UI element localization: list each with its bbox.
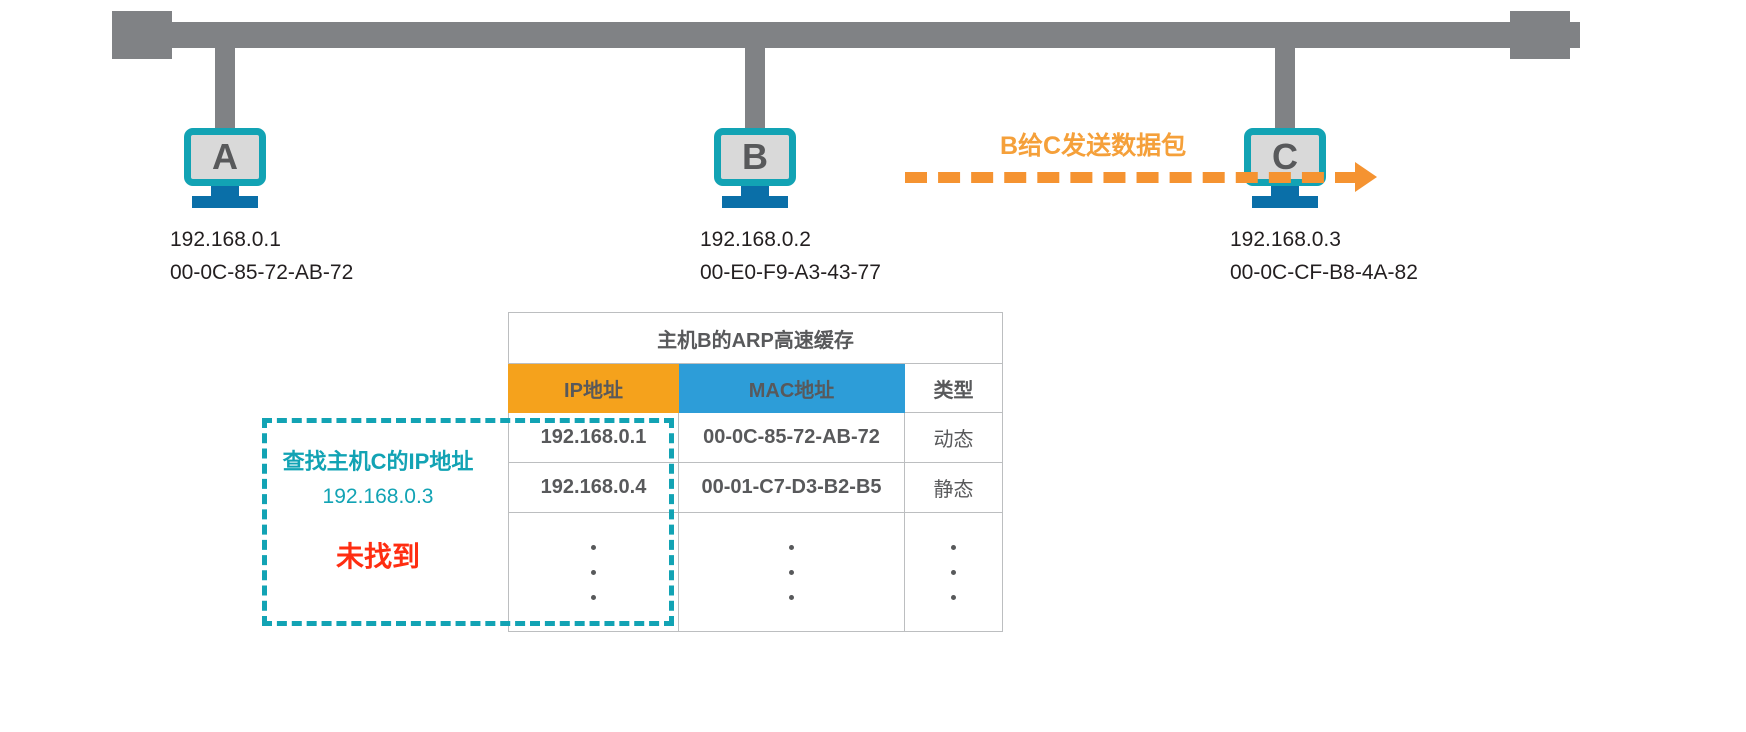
column-header-ip: IP地址 [508, 363, 679, 413]
host-c[interactable]: C 192.168.0.3 00-0C-CF-B8-4A-82 [1230, 128, 1418, 289]
cell-mac: 00-01-C7-D3-B2-B5 [678, 462, 905, 513]
arp-table-title: 主机B的ARP高速缓存 [508, 312, 1003, 364]
drop-line-host-a [215, 42, 235, 152]
host-letter-a: A [212, 136, 238, 177]
monitor-icon-a: A [184, 128, 266, 186]
ellipsis-mac [678, 512, 905, 632]
network-bus-bar [120, 22, 1580, 48]
monitor-stand-b [714, 186, 796, 208]
bus-terminator-right [1510, 11, 1570, 59]
table-title-row: 主机B的ARP高速缓存 [508, 312, 1003, 364]
drop-line-host-b [745, 42, 765, 152]
packet-arrow-line [905, 172, 1357, 183]
cell-type: 静态 [904, 462, 1003, 513]
cell-mac: 00-0C-85-72-AB-72 [678, 412, 905, 463]
table-row-ellipsis [508, 512, 1003, 632]
host-a[interactable]: A 192.168.0.1 00-0C-85-72-AB-72 [170, 128, 354, 289]
bus-terminator-left [112, 11, 172, 59]
lookup-callout-box [262, 418, 674, 626]
host-a-ip: 192.168.0.1 [170, 228, 281, 251]
host-b-addresses: 192.168.0.2 00-E0-F9-A3-43-77 [700, 224, 881, 289]
host-c-ip: 192.168.0.3 [1230, 228, 1341, 251]
table-row: 192.168.0.1 00-0C-85-72-AB-72 动态 [508, 412, 1003, 463]
host-a-addresses: 192.168.0.1 00-0C-85-72-AB-72 [170, 224, 354, 289]
column-header-type: 类型 [904, 363, 1003, 413]
arp-cache-table: 主机B的ARP高速缓存 IP地址 MAC地址 类型 192.168.0.1 00… [508, 312, 1003, 632]
table-header-row: IP地址 MAC地址 类型 [508, 363, 1003, 413]
cell-type: 动态 [904, 412, 1003, 463]
host-letter-b: B [742, 136, 768, 177]
packet-label: B给C发送数据包 [1000, 132, 1187, 160]
host-letter-c: C [1272, 136, 1298, 177]
cell-ip: 192.168.0.4 [508, 462, 679, 513]
host-a-mac: 00-0C-85-72-AB-72 [170, 260, 354, 284]
drop-line-host-c [1275, 42, 1295, 152]
monitor-stand-c [1244, 186, 1326, 208]
monitor-icon-b: B [714, 128, 796, 186]
packet-arrow-head-icon [1355, 162, 1377, 192]
host-b-ip: 192.168.0.2 [700, 228, 811, 251]
host-b[interactable]: B 192.168.0.2 00-E0-F9-A3-43-77 [700, 128, 881, 289]
column-header-mac: MAC地址 [678, 363, 905, 413]
ellipsis-ip [508, 512, 679, 632]
host-c-addresses: 192.168.0.3 00-0C-CF-B8-4A-82 [1230, 224, 1418, 289]
table-row: 192.168.0.4 00-01-C7-D3-B2-B5 静态 [508, 462, 1003, 513]
monitor-stand-a [184, 186, 266, 208]
ellipsis-type [904, 512, 1003, 632]
host-b-mac: 00-E0-F9-A3-43-77 [700, 260, 881, 284]
host-c-mac: 00-0C-CF-B8-4A-82 [1230, 260, 1418, 284]
